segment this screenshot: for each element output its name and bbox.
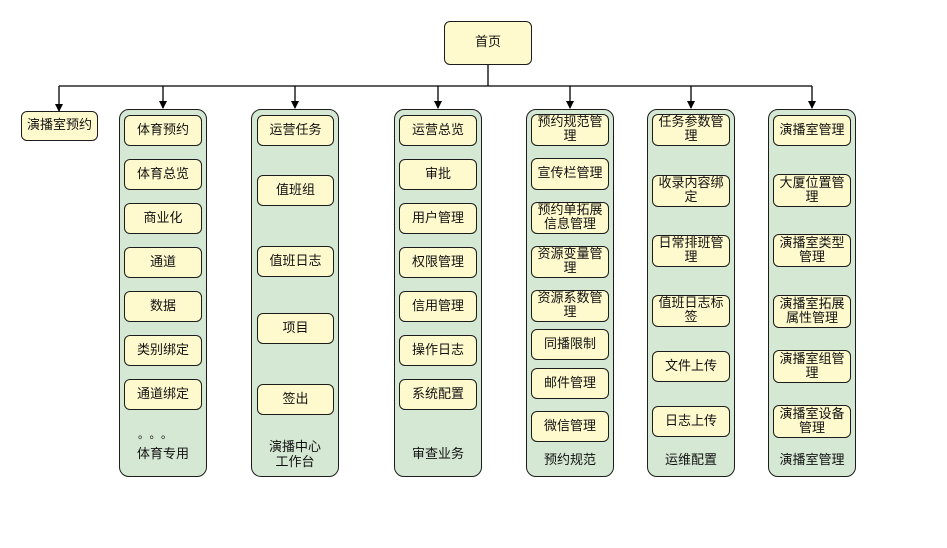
root-node: 首页 xyxy=(444,21,532,65)
node-review-5: 信用管理 xyxy=(399,291,477,322)
node-center-5: 签出 xyxy=(257,384,334,415)
node-ops-3: 日常排班管理 xyxy=(652,235,730,267)
node-sports-2: 体育总览 xyxy=(124,159,202,190)
node-center-4: 项目 xyxy=(257,313,334,344)
node-sports-3: 商业化 xyxy=(124,203,202,234)
node-studio-6: 演播室设备管理 xyxy=(773,405,851,438)
group-caption-ops-config: 运维配置 xyxy=(664,453,717,468)
node-review-3: 用户管理 xyxy=(399,203,477,234)
node-rules-1: 预约规范管理 xyxy=(531,114,609,146)
node-sports-7: 通道绑定 xyxy=(124,379,202,410)
node-ops-1: 任务参数管理 xyxy=(652,114,730,146)
node-review-6: 操作日志 xyxy=(399,335,477,366)
node-rules-2: 宣传栏管理 xyxy=(531,158,609,190)
node-sports-4: 通道 xyxy=(124,247,202,278)
node-studio-1: 演播室管理 xyxy=(773,115,851,146)
ellipsis-marker: 。。。 xyxy=(138,428,178,441)
node-rules-7: 邮件管理 xyxy=(531,368,609,399)
node-sports-5: 数据 xyxy=(124,291,202,322)
group-caption-review: 审查业务 xyxy=(411,447,464,462)
node-ops-2: 收录内容绑定 xyxy=(652,175,730,207)
node-rules-8: 微信管理 xyxy=(531,411,609,442)
node-studio-4: 演播室拓展属性管理 xyxy=(773,295,851,328)
node-studio-5: 演播室组管理 xyxy=(773,350,851,383)
node-review-1: 运营总览 xyxy=(399,115,477,146)
node-review-2: 审批 xyxy=(399,159,477,190)
node-studio-3: 演播室类型管理 xyxy=(773,234,851,267)
node-rules-3: 预约单拓展信息管理 xyxy=(531,202,609,234)
group-studio-center xyxy=(251,109,339,477)
node-center-3: 值班日志 xyxy=(257,246,334,277)
group-caption-booking-rules: 预约规范 xyxy=(543,453,596,468)
node-review-7: 系统配置 xyxy=(399,379,477,410)
node-rules-4: 资源变量管理 xyxy=(531,246,609,278)
node-review-4: 权限管理 xyxy=(399,247,477,278)
node-ops-6: 日志上传 xyxy=(652,406,730,437)
node-studio-2: 大厦位置管理 xyxy=(773,174,851,207)
group-caption-studio-center: 演播中心 工作台 xyxy=(268,440,321,470)
node-sports-6: 类别绑定 xyxy=(124,335,202,366)
node-ops-5: 文件上传 xyxy=(652,351,730,382)
node-rules-6: 同播限制 xyxy=(531,329,609,360)
studio-booking-node: 演播室预约 xyxy=(21,111,98,141)
node-center-2: 值班组 xyxy=(257,175,334,206)
group-caption-studio-management: 演播室管理 xyxy=(779,453,845,468)
node-sports-1: 体育预约 xyxy=(124,115,202,146)
node-ops-4: 值班日志标签 xyxy=(652,295,730,327)
node-center-1: 运营任务 xyxy=(257,115,334,146)
group-caption-sports: 体育专用 xyxy=(136,447,189,462)
node-rules-5: 资源系数管理 xyxy=(531,290,609,322)
